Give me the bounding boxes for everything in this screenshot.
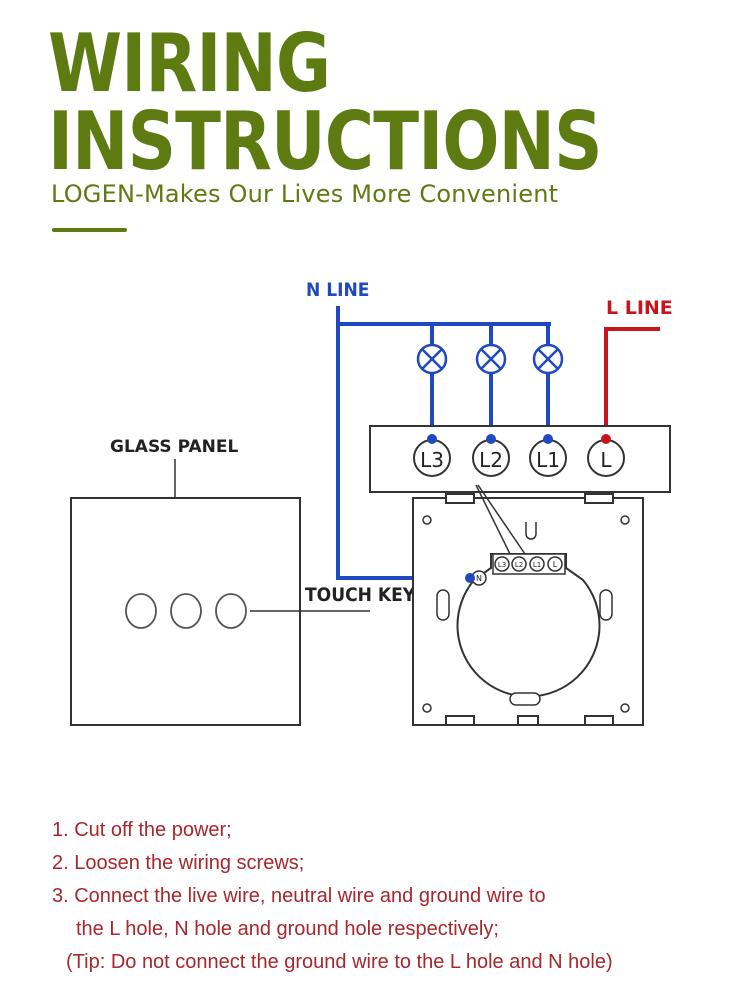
touch-key-2 — [170, 593, 202, 629]
touch-key-3 — [215, 593, 247, 629]
terminal-dot-l — [601, 434, 611, 444]
title-instructions: INSTRUCTIONS — [48, 95, 602, 188]
step-3-line-1: 3. Connect the live wire, neutral wire a… — [52, 885, 546, 907]
step-2: 2. Loosen the wiring screws; — [52, 852, 305, 874]
lamp-icon-l1 — [532, 343, 564, 375]
title-underline — [52, 228, 127, 232]
brand-tagline: LOGEN-Makes Our Lives More Convenient — [51, 180, 559, 208]
module-terminal-l1: L1 — [533, 561, 541, 569]
terminal-label-l2: L2 — [479, 448, 503, 472]
instruction-steps: 1. Cut off the power; 2. Loosen the wiri… — [52, 814, 742, 979]
l-line-wire — [604, 327, 660, 438]
tip-text: (Tip: Do not connect the ground wire to … — [66, 951, 613, 973]
wiring-diagram: N LINE L LINE L3 L2 L1 L GLASS PANEL TOU… — [70, 279, 673, 726]
touch-key-label: TOUCH KEY — [305, 584, 416, 606]
touch-key-1 — [125, 593, 157, 629]
touch-keys — [125, 593, 247, 629]
l-line-label: L LINE — [606, 297, 673, 319]
step-1: 1. Cut off the power; — [52, 819, 232, 841]
terminal-label-l: L — [600, 448, 612, 472]
lamp-icon-l3 — [416, 343, 448, 375]
module-terminal-l2: L2 — [515, 561, 523, 569]
n-line-label: N LINE — [306, 279, 370, 301]
n-line-module-dot — [465, 573, 475, 583]
terminal-dot-l3 — [427, 434, 437, 444]
module-terminal-n: N — [476, 574, 482, 583]
lamp-icon-l2 — [475, 343, 507, 375]
terminal-dot-l1 — [543, 434, 553, 444]
terminal-label-l1: L1 — [536, 448, 560, 472]
module-terminal-l3: L3 — [498, 561, 506, 569]
glass-panel-label: GLASS PANEL — [110, 437, 238, 457]
terminal-label-l3: L3 — [420, 448, 444, 472]
terminal-block: L3 L2 L1 L — [369, 425, 671, 493]
module-terminals: N L3 L2 L1 L — [471, 556, 563, 586]
title-wiring: WIRING — [48, 17, 331, 110]
module-terminal-l: L — [553, 560, 558, 569]
step-3-line-2: the L hole, N hole and ground hole respe… — [76, 918, 499, 940]
terminal-dot-l2 — [486, 434, 496, 444]
switch-backbox — [412, 484, 644, 726]
